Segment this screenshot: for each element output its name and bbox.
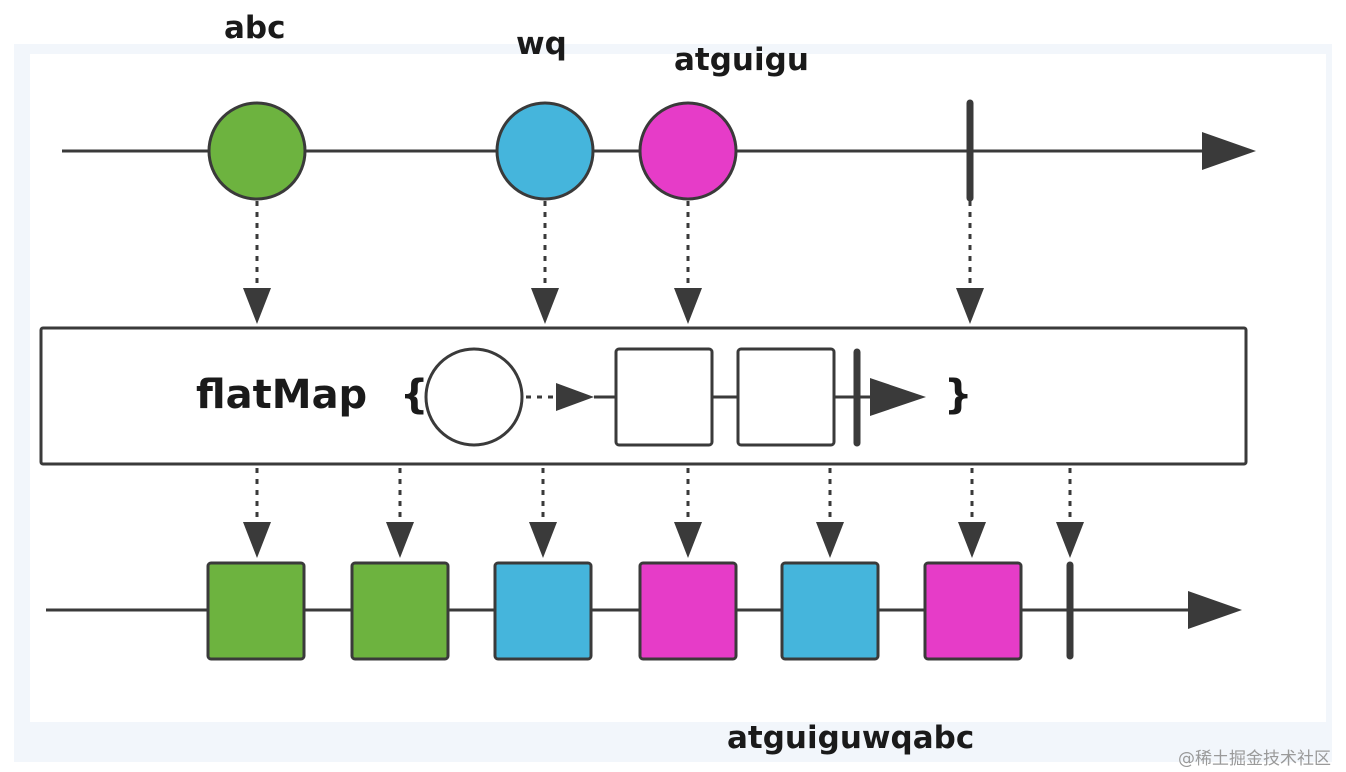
output-item-4: [638, 561, 738, 661]
watermark: @稀土掘金技术社区: [1178, 749, 1331, 769]
output-item-3: [493, 561, 593, 661]
output-item-2: [350, 561, 450, 661]
input-to-operator-arrows: [243, 201, 984, 324]
input-label-atguigu: atguigu: [674, 42, 809, 78]
input-marble-atguigu: [638, 101, 738, 201]
output-timeline-arrowhead: [1188, 591, 1242, 629]
input-label-wq: wq: [516, 26, 567, 62]
operator-output-box-2: [736, 347, 836, 447]
input-label-abc: abc: [224, 10, 286, 46]
input-marble-wq: [495, 101, 595, 201]
output-item-6: [923, 561, 1023, 661]
output-item-5: [780, 561, 880, 661]
output-result-label: atguiguwqabc: [727, 720, 975, 756]
operator-dashed-arrowhead: [556, 383, 594, 411]
operator-brace-close: }: [944, 372, 973, 418]
operator-input-circle: [424, 347, 524, 447]
operator-name: flatMap: [196, 372, 368, 418]
output-item-1: [206, 561, 306, 661]
operator-to-output-arrows: [243, 468, 1084, 558]
operator-output-box-1: [614, 347, 714, 447]
input-timeline-arrowhead: [1202, 132, 1256, 170]
operator-brace-open: {: [400, 372, 429, 418]
operator-inner-arrowhead: [870, 378, 926, 416]
input-marble-abc: [207, 101, 307, 201]
